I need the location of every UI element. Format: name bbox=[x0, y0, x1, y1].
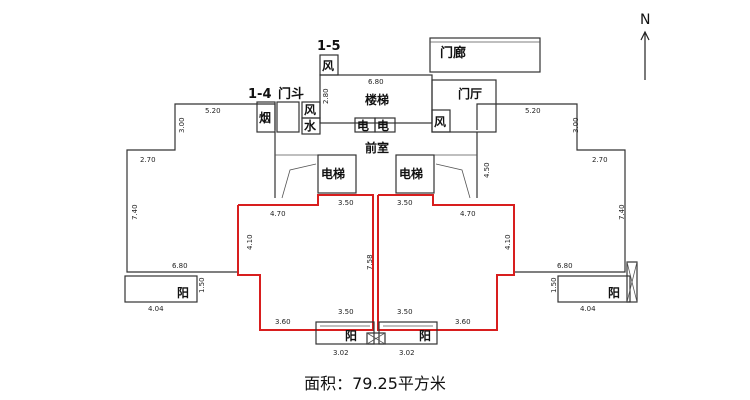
dim-right-520: 5.20 bbox=[525, 107, 541, 115]
floor-plan: N 门廊 1-5 风 6.80 2.80 楼梯 电 电 1-4 门斗 烟 风 水… bbox=[124, 12, 650, 357]
north-arrow-head bbox=[640, 30, 650, 41]
dim-right-150: 1.50 bbox=[550, 277, 558, 293]
dim-right-270: 2.70 bbox=[592, 156, 608, 164]
dim-left-150: 1.50 bbox=[198, 277, 206, 293]
vent-left-label: 风 bbox=[304, 103, 316, 117]
dim-left-300: 3.00 bbox=[178, 117, 186, 133]
dim-unit-left-350-bottom: 3.50 bbox=[338, 308, 354, 316]
north-label: N bbox=[640, 12, 650, 28]
elec-label-2: 电 bbox=[377, 118, 389, 133]
left-wing-outline bbox=[126, 103, 276, 273]
balcony-bottom-right-label: 阳 bbox=[419, 328, 431, 343]
vent-shaft-right bbox=[431, 109, 451, 133]
right-edge-shaft-x2 bbox=[626, 261, 638, 303]
elevator-left-label: 电梯 bbox=[321, 166, 345, 181]
door-swing-right bbox=[435, 163, 471, 199]
dim-unit-left-410: 4.10 bbox=[246, 234, 254, 250]
right-wing-outline bbox=[476, 103, 626, 273]
balcony-left bbox=[124, 275, 198, 303]
balcony-left-label: 阳 bbox=[177, 285, 189, 300]
door-hood-label: 门斗 bbox=[278, 86, 304, 102]
dim-right-300: 3.00 bbox=[572, 117, 580, 133]
vent-right-label: 风 bbox=[434, 115, 446, 129]
dim-unit-right-470: 4.70 bbox=[460, 210, 476, 218]
dim-stairs-680: 6.80 bbox=[368, 78, 384, 86]
dim-bottom-left-302: 3.02 bbox=[333, 349, 349, 357]
dim-unit-left-350-top: 3.50 bbox=[338, 199, 354, 207]
door-hood-box bbox=[276, 101, 300, 133]
stairs-label: 楼梯 bbox=[365, 92, 389, 107]
dim-unit-right-350-bottom: 3.50 bbox=[397, 308, 413, 316]
elec-box-2 bbox=[374, 117, 396, 133]
dim-right-740: 7.40 bbox=[618, 204, 626, 220]
unit-left-outline bbox=[237, 194, 374, 331]
north-arrow: N bbox=[640, 12, 650, 80]
dim-unit-right-350-top: 3.50 bbox=[397, 199, 413, 207]
dim-right-450: 4.50 bbox=[483, 162, 491, 178]
ref-1-4: 1-4 bbox=[248, 87, 272, 102]
dim-unit-left-360: 3.60 bbox=[275, 318, 291, 326]
water-label: 水 bbox=[304, 118, 317, 133]
center-shaft bbox=[366, 332, 386, 345]
dim-center-758: 7.58 bbox=[366, 254, 374, 270]
water-shaft bbox=[301, 117, 321, 135]
elevator-right bbox=[395, 154, 435, 194]
chimney-label: 烟 bbox=[259, 111, 271, 125]
corridor-block bbox=[429, 37, 541, 73]
hall-label: 门厅 bbox=[458, 86, 482, 101]
hall-block bbox=[431, 79, 497, 133]
dim-left-520: 5.20 bbox=[205, 107, 221, 115]
right-edge-shaft bbox=[626, 261, 638, 303]
dim-unit-right-410: 4.10 bbox=[504, 234, 512, 250]
door-swing-left bbox=[281, 163, 317, 199]
ref-1-5: 1-5 bbox=[317, 39, 341, 54]
elevator-left bbox=[317, 154, 357, 194]
dim-stairs-280: 2.80 bbox=[322, 88, 330, 104]
unit-right-outline bbox=[377, 194, 515, 331]
dim-left-404: 4.04 bbox=[148, 305, 164, 313]
dim-left-270: 2.70 bbox=[140, 156, 156, 164]
center-shaft-x2 bbox=[366, 332, 386, 345]
dim-right-404: 4.04 bbox=[580, 305, 596, 313]
dim-left-740: 7.40 bbox=[131, 204, 139, 220]
dim-bottom-right-302: 3.02 bbox=[399, 349, 415, 357]
dim-left-680: 6.80 bbox=[172, 262, 188, 270]
balcony-bottom-left-label: 阳 bbox=[345, 328, 357, 343]
elevator-right-label: 电梯 bbox=[399, 166, 423, 181]
dim-unit-right-360: 3.60 bbox=[455, 318, 471, 326]
dim-unit-left-470: 4.70 bbox=[270, 210, 286, 218]
front-room-label: 前室 bbox=[365, 140, 389, 155]
vent-top-label: 风 bbox=[322, 59, 334, 73]
elec-label-1: 电 bbox=[357, 118, 369, 133]
area-caption: 面积：79.25平方米 bbox=[304, 374, 446, 393]
dim-right-680: 6.80 bbox=[557, 262, 573, 270]
corridor-label: 门廊 bbox=[440, 45, 466, 61]
balcony-right-label: 阳 bbox=[608, 285, 620, 300]
